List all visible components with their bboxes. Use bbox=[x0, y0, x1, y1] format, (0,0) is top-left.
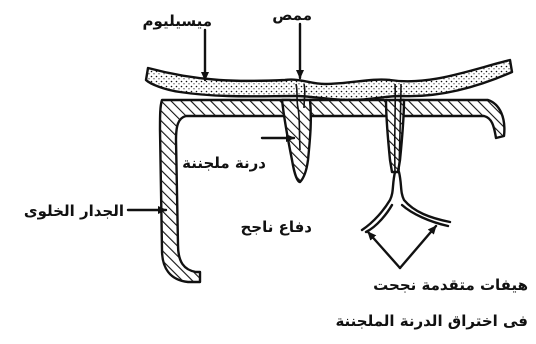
label-melanized-ring: درنة ملجننة bbox=[182, 154, 266, 172]
label-cell-wall: الجدار الخلوى bbox=[24, 202, 124, 220]
label-hyphae-line2: فى اختراق الدرنة الملجننة bbox=[335, 312, 528, 330]
advanced-hyphae bbox=[362, 172, 450, 232]
label-mycelium: ميسيليوم bbox=[143, 12, 212, 30]
label-sucker: ممص bbox=[272, 6, 312, 24]
mycelium-band bbox=[146, 60, 512, 100]
label-successful-defense: دفاع ناجح bbox=[240, 218, 312, 236]
label-hyphae-line1: هيفات متقدمة نجحت bbox=[373, 276, 528, 294]
cell-wall bbox=[160, 100, 504, 282]
